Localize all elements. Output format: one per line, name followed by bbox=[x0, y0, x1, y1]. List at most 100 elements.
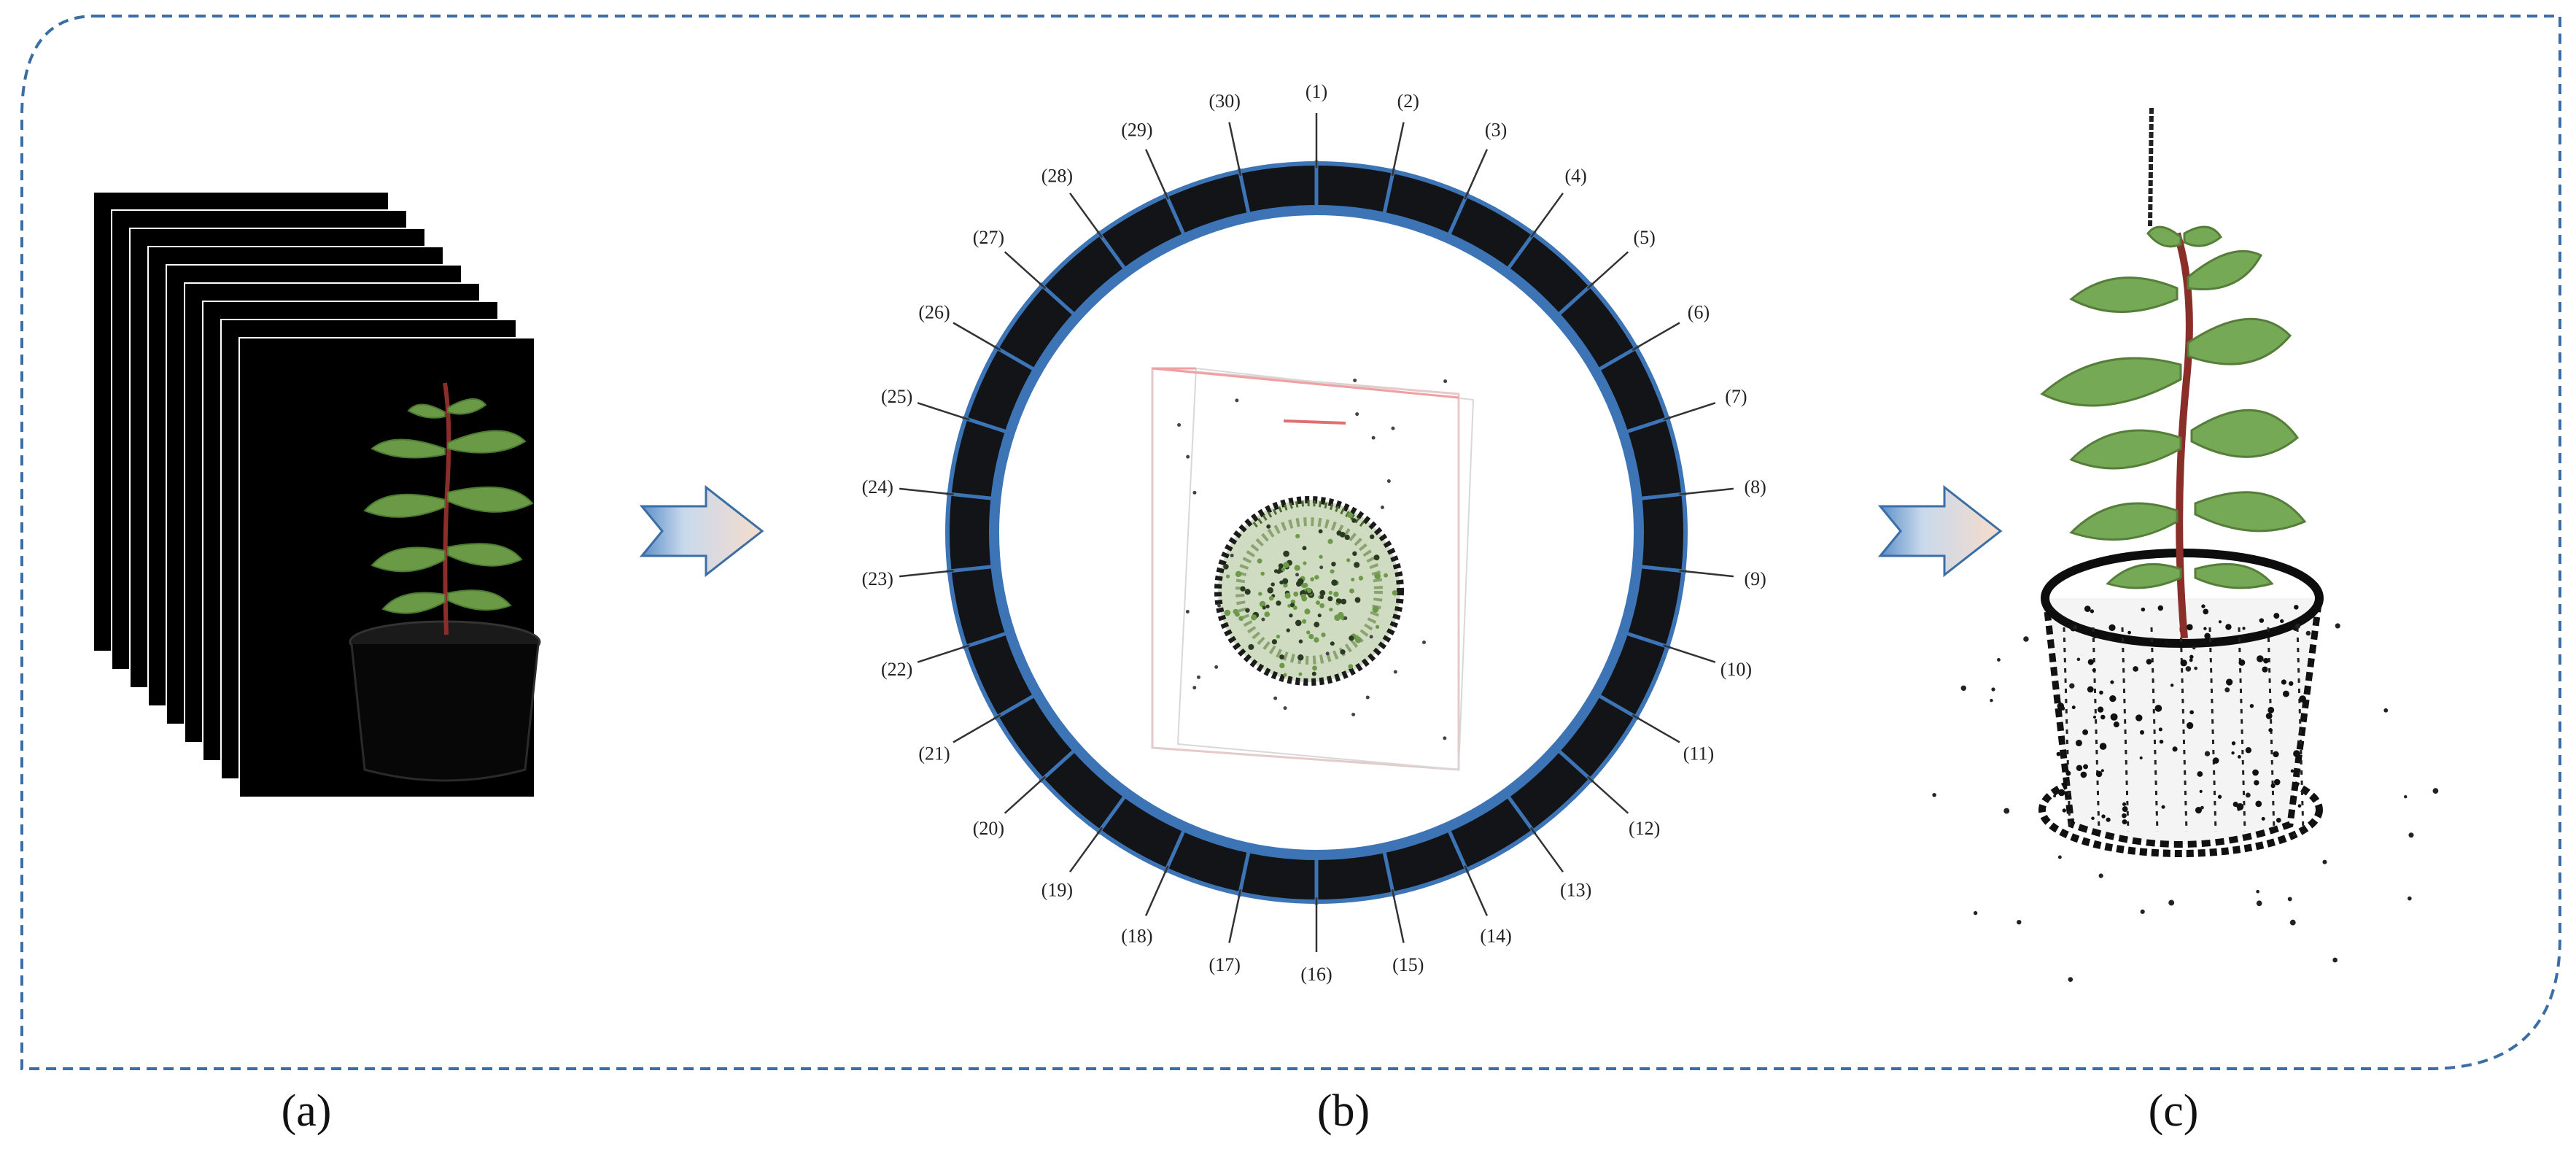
panel-label-a: (a) bbox=[281, 1086, 332, 1136]
point bbox=[2268, 727, 2273, 732]
point bbox=[1960, 685, 1967, 692]
point bbox=[2281, 679, 2286, 685]
point bbox=[1251, 614, 1257, 621]
point bbox=[2263, 657, 2269, 664]
camera-label: (24) bbox=[862, 476, 893, 498]
point bbox=[2252, 769, 2259, 776]
point bbox=[2135, 714, 2143, 721]
point bbox=[2225, 624, 2232, 630]
point bbox=[2122, 802, 2127, 806]
point bbox=[1238, 616, 1244, 622]
mesh-line bbox=[2296, 627, 2305, 832]
point bbox=[2057, 703, 2065, 710]
point bbox=[1283, 706, 1287, 711]
point bbox=[1257, 558, 1262, 564]
point bbox=[2185, 666, 2192, 672]
point bbox=[2194, 666, 2198, 670]
camera-label: (13) bbox=[1560, 879, 1591, 900]
point bbox=[1304, 608, 1311, 615]
camera-marker bbox=[946, 564, 998, 573]
camera-marker bbox=[1445, 192, 1470, 241]
camera-label: (29) bbox=[1121, 119, 1152, 140]
point bbox=[2297, 804, 2302, 808]
camera-marker bbox=[1237, 846, 1252, 897]
point bbox=[1384, 573, 1389, 578]
point bbox=[1185, 609, 1190, 614]
point bbox=[2273, 778, 2281, 786]
point bbox=[1346, 558, 1351, 562]
point bbox=[1341, 598, 1347, 605]
point bbox=[1339, 532, 1346, 538]
camera-label: (10) bbox=[1720, 659, 1752, 680]
point bbox=[1186, 454, 1190, 459]
camera-label: (8) bbox=[1745, 476, 1766, 498]
point bbox=[2141, 607, 2146, 612]
point bbox=[1310, 577, 1314, 581]
point bbox=[2164, 641, 2170, 646]
point bbox=[2254, 780, 2259, 786]
point bbox=[2238, 659, 2246, 666]
point bbox=[1284, 592, 1291, 599]
point bbox=[2255, 800, 2262, 808]
camera-label: (5) bbox=[1633, 227, 1655, 248]
point bbox=[1991, 687, 1995, 692]
point bbox=[2212, 757, 2219, 764]
camera-ring: (1)(2)(3)(4)(5)(6)(7)(8)(9)(10)(11)(12)(… bbox=[862, 81, 1766, 985]
point bbox=[1294, 565, 1300, 571]
camera-marker bbox=[1635, 492, 1687, 501]
point bbox=[1371, 436, 1376, 440]
point bbox=[1258, 592, 1262, 596]
camera-leader-line bbox=[1069, 827, 1103, 872]
camera-label: (18) bbox=[1121, 926, 1152, 947]
point bbox=[1276, 600, 1281, 606]
point bbox=[2261, 816, 2265, 821]
point bbox=[2201, 604, 2205, 608]
camera-leader-line bbox=[1144, 149, 1169, 200]
point bbox=[1331, 579, 1338, 586]
point bbox=[2257, 655, 2264, 662]
point bbox=[1373, 554, 1380, 561]
point bbox=[2289, 919, 2296, 926]
point bbox=[2057, 855, 2062, 859]
point bbox=[1287, 603, 1292, 608]
point bbox=[2290, 769, 2294, 773]
point bbox=[2095, 770, 2103, 778]
camera-leader-line bbox=[1663, 402, 1716, 421]
point bbox=[1340, 649, 1346, 655]
point bbox=[2241, 635, 2246, 639]
point bbox=[2122, 806, 2128, 812]
camera-label: (15) bbox=[1392, 954, 1424, 975]
point bbox=[2057, 789, 2065, 797]
point bbox=[1266, 524, 1271, 529]
point bbox=[2265, 713, 2273, 719]
camera-label: (23) bbox=[862, 568, 893, 589]
camera-label: (28) bbox=[1041, 166, 1073, 187]
point bbox=[2122, 813, 2127, 819]
camera-label: (25) bbox=[881, 386, 912, 407]
point bbox=[1279, 662, 1285, 669]
point bbox=[2270, 783, 2276, 789]
point bbox=[2294, 623, 2301, 629]
point bbox=[2091, 816, 2095, 820]
point bbox=[2071, 705, 2076, 710]
point bbox=[1973, 910, 1978, 916]
camera-label: (4) bbox=[1564, 166, 1586, 187]
point bbox=[2101, 814, 2106, 819]
point bbox=[1240, 586, 1246, 592]
point bbox=[2108, 635, 2114, 641]
point bbox=[1369, 635, 1373, 639]
point bbox=[1380, 505, 1384, 509]
camera-leader-line bbox=[1069, 193, 1103, 239]
point bbox=[1283, 673, 1287, 677]
point bbox=[2168, 899, 2175, 906]
point bbox=[1329, 607, 1333, 612]
camera-leader-line bbox=[1391, 122, 1405, 177]
point bbox=[2157, 605, 2164, 611]
point bbox=[1314, 575, 1319, 580]
point bbox=[1297, 654, 1304, 661]
camera-leader-line bbox=[1464, 149, 1489, 200]
point bbox=[2092, 715, 2097, 719]
point bbox=[2140, 909, 2145, 914]
point bbox=[2180, 659, 2187, 667]
point bbox=[2224, 687, 2230, 693]
